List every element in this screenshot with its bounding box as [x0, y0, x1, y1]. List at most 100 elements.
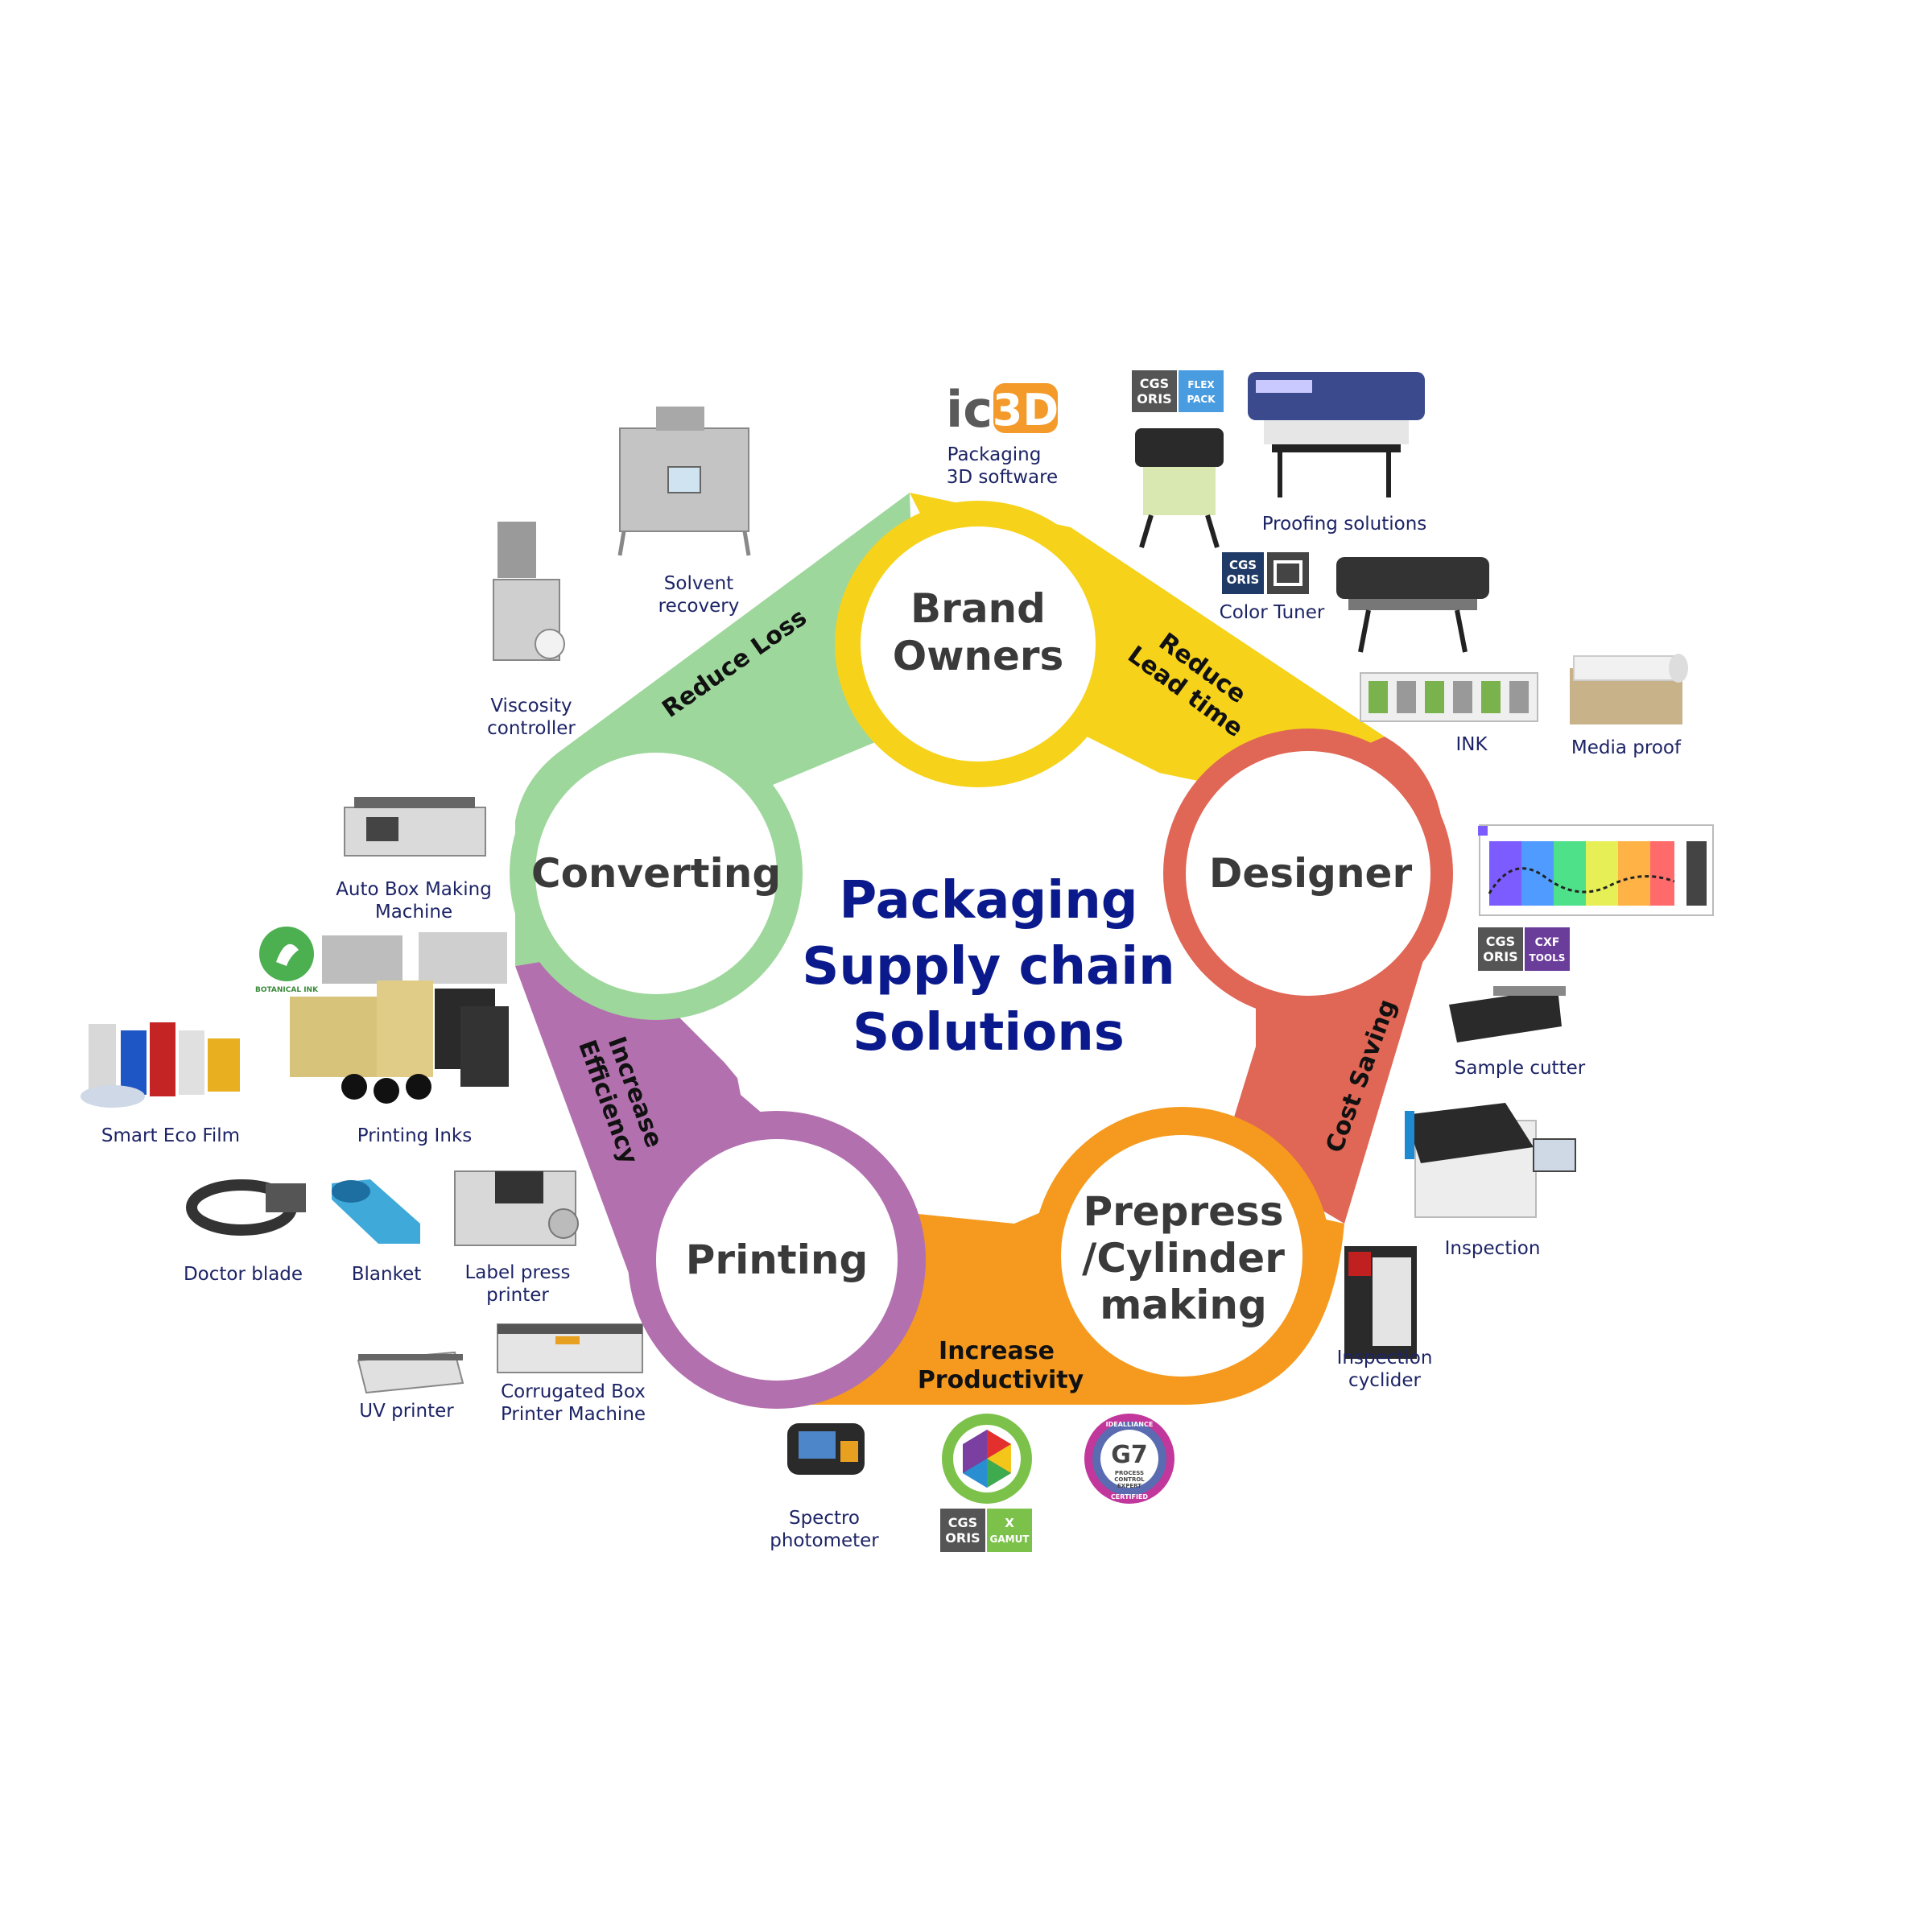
- caption-uv-printer: UV printer: [359, 1401, 454, 1422]
- node-brand-owners: Brand Owners: [835, 501, 1121, 787]
- node-prepress-line3: making: [1100, 1282, 1267, 1328]
- color-spectrum-chart-icon: [1479, 824, 1714, 916]
- svg-text:FLEX: FLEX: [1187, 379, 1215, 390]
- node-designer: Designer: [1163, 729, 1453, 1018]
- svg-text:IDEALLIANCE: IDEALLIANCE: [1106, 1421, 1154, 1428]
- caption-color-tuner: Color Tuner: [1220, 602, 1325, 623]
- caption-proofing: Proofing solutions: [1262, 514, 1427, 535]
- svg-text:CERTIFIED: CERTIFIED: [1111, 1493, 1148, 1501]
- svg-text:PROCESS: PROCESS: [1115, 1470, 1144, 1476]
- svg-text:BOTANICAL INK: BOTANICAL INK: [255, 986, 319, 994]
- caption-ic3d-2: 3D software: [947, 467, 1058, 488]
- caption-printing-inks: Printing Inks: [357, 1125, 472, 1146]
- proofing-printer-large-icon: [1248, 372, 1425, 497]
- label-press-printer-icon: [454, 1170, 579, 1246]
- xgamut-gear-logo: [942, 1414, 1032, 1504]
- node-brand-line2: Owners: [893, 633, 1064, 679]
- svg-text:ORIS: ORIS: [1227, 572, 1260, 587]
- caption-auto-box-1: Auto Box Making: [336, 879, 492, 900]
- svg-text:CGS: CGS: [1140, 376, 1169, 391]
- caption-solvent-2: recovery: [658, 596, 740, 617]
- svg-text:Increase: Increase: [939, 1337, 1055, 1365]
- center-title-line1: Packaging: [839, 871, 1137, 931]
- svg-text:ORIS: ORIS: [945, 1530, 980, 1546]
- svg-text:CONTROL: CONTROL: [1114, 1476, 1145, 1483]
- node-brand-line1: Brand: [910, 585, 1046, 632]
- viscosity-controller-icon: [493, 522, 565, 661]
- node-designer-label: Designer: [1209, 850, 1413, 897]
- spectrophotometer-icon: [787, 1423, 865, 1475]
- caption-label-press-1: Label press: [464, 1262, 570, 1283]
- caption-inspection-cylinder-1: Inspection: [1337, 1348, 1433, 1368]
- svg-text:EXPERT: EXPERT: [1117, 1483, 1141, 1489]
- media-proof-roll-icon: [1570, 654, 1688, 724]
- node-prepress-line1: Prepress: [1083, 1188, 1283, 1235]
- caption-spectro-2: photometer: [770, 1530, 879, 1551]
- svg-text:ORIS: ORIS: [1137, 391, 1171, 407]
- caption-auto-box-2: Machine: [375, 902, 452, 923]
- caption-ink: INK: [1455, 734, 1488, 755]
- caption-doctor-blade: Doctor blade: [184, 1264, 303, 1285]
- caption-spectro-1: Spectro: [789, 1508, 860, 1529]
- ic3d-logo: ic 3D: [946, 380, 1059, 439]
- svg-text:CXF: CXF: [1535, 936, 1560, 949]
- corrugated-box-printer-icon: [497, 1323, 643, 1373]
- caption-sample-cutter: Sample cutter: [1455, 1058, 1586, 1079]
- auto-box-machine-icon: [344, 797, 486, 857]
- cgs-oris-colortuner-badge: CGS ORIS: [1222, 552, 1309, 594]
- caption-media-proof: Media proof: [1571, 737, 1682, 758]
- color-swatches: [1478, 826, 1488, 836]
- caption-inspection: Inspection: [1445, 1238, 1541, 1259]
- svg-text:3D: 3D: [993, 385, 1059, 436]
- solvent-recovery-icon: [617, 407, 751, 556]
- inspection-cylinder-icon: [1344, 1246, 1417, 1359]
- node-prepress: Prepress /Cylinder making: [1033, 1107, 1331, 1405]
- svg-text:CGS: CGS: [948, 1515, 977, 1530]
- cgs-oris-xgamut-badge: CGS ORIS X GAMUT: [940, 1509, 1032, 1552]
- ink-cartridges-icon: [1360, 672, 1538, 722]
- svg-text:ic: ic: [946, 380, 993, 439]
- proofing-printer-small-icon: [1135, 428, 1224, 548]
- caption-inspection-cylinder-2: cyclider: [1348, 1370, 1421, 1391]
- svg-text:GAMUT: GAMUT: [989, 1534, 1030, 1545]
- svg-text:ORIS: ORIS: [1483, 949, 1517, 964]
- svg-text:TOOLS: TOOLS: [1530, 952, 1566, 964]
- color-tuner-printer-icon: [1336, 557, 1489, 653]
- botanical-ink-logo: BOTANICAL INK: [255, 927, 319, 994]
- caption-corrugated-2: Printer Machine: [501, 1404, 646, 1425]
- blanket-icon: [332, 1179, 420, 1244]
- node-converting-label: Converting: [531, 850, 781, 897]
- node-prepress-line2: /Cylinder: [1082, 1235, 1285, 1282]
- cgs-oris-cxf-badge: CGS ORIS CXF TOOLS: [1478, 927, 1570, 971]
- cgs-oris-flexpack-badge: CGS ORIS FLEX PACK: [1132, 370, 1224, 412]
- caption-ic3d-1: Packaging: [947, 444, 1042, 465]
- svg-text:Productivity: Productivity: [918, 1366, 1084, 1394]
- caption-viscosity-2: controller: [487, 718, 576, 739]
- caption-solvent-1: Solvent: [664, 573, 733, 594]
- smart-eco-film-icon: [80, 1022, 240, 1108]
- node-printing-label: Printing: [686, 1236, 868, 1283]
- svg-text:X: X: [1005, 1516, 1014, 1530]
- svg-text:Owners: Owners: [893, 633, 1064, 679]
- uv-printer-icon: [357, 1351, 464, 1394]
- node-printing: Printing: [628, 1111, 926, 1409]
- benefit-increase-productivity: Increase Productivity: [918, 1337, 1084, 1394]
- doctor-blade-icon: [186, 1179, 306, 1236]
- svg-text:G7: G7: [1111, 1441, 1148, 1469]
- svg-text:CGS: CGS: [1229, 558, 1257, 572]
- caption-corrugated-1: Corrugated Box: [501, 1381, 646, 1402]
- caption-smart-eco-film: Smart Eco Film: [101, 1125, 240, 1146]
- center-title: Packaging Supply chain Solutions: [802, 871, 1174, 1063]
- center-title-line2: Supply chain: [802, 937, 1174, 997]
- caption-viscosity-1: Viscosity: [490, 696, 572, 716]
- caption-label-press-2: printer: [486, 1285, 549, 1306]
- inner-area: [708, 757, 1224, 1208]
- node-converting: Converting: [510, 727, 803, 1020]
- sample-cutter-icon: [1449, 986, 1566, 1042]
- inspection-machine-icon: [1405, 1103, 1576, 1218]
- svg-text:Brand: Brand: [910, 585, 1046, 632]
- svg-text:CGS: CGS: [1486, 934, 1515, 949]
- center-title-line3: Solutions: [852, 1003, 1125, 1063]
- printing-inks-icon: [290, 932, 509, 1104]
